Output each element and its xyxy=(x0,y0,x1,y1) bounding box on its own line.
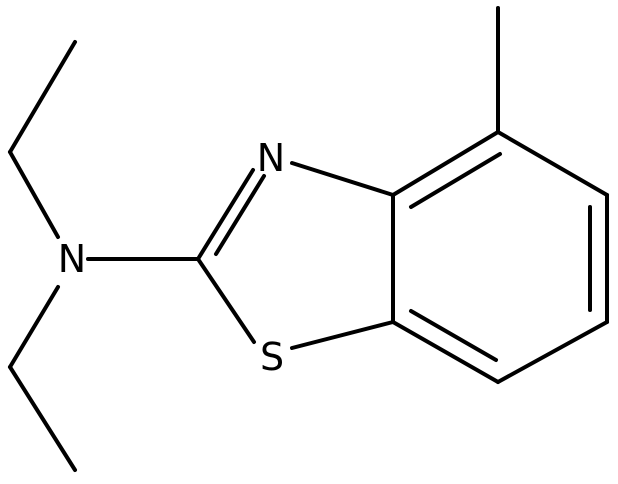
bond-c7-c7a xyxy=(391,320,500,384)
bond-ethyl1-ch3-ch2 xyxy=(8,40,77,154)
bond-ethyl1-ch2-n xyxy=(8,150,60,239)
bond-ethyl2-ch2-ch3 xyxy=(8,365,77,472)
bond-c3a-c4 xyxy=(391,130,500,197)
atom-label-n-ring: N xyxy=(257,136,285,180)
atom-label-s: S xyxy=(260,335,284,379)
bond-n-ethyl2-ch2 xyxy=(8,285,60,369)
bond-c2-n3 xyxy=(196,168,255,261)
bond-c4-c5 xyxy=(496,130,609,197)
bond-c6-c7 xyxy=(496,320,609,384)
atom-label-n-amine: N xyxy=(58,237,86,281)
bond-c3a-c4-inner xyxy=(409,152,502,209)
bond-s1-c7a xyxy=(290,320,395,350)
bond-c2-n3-inner xyxy=(214,174,266,256)
bond-c7-c7a-inner xyxy=(409,309,498,362)
bond-c2-s1 xyxy=(196,257,256,344)
bond-n3-c3a xyxy=(290,161,395,197)
